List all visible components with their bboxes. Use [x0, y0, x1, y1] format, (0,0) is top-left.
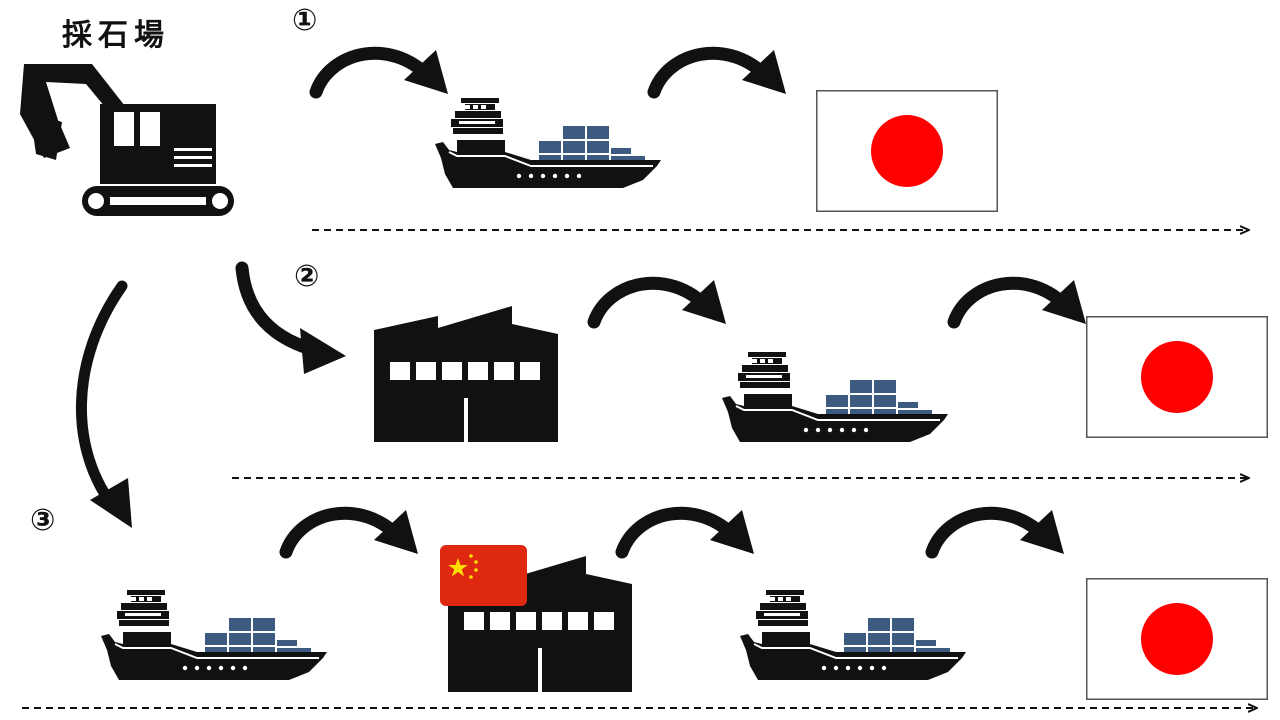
cargo-ship-icon — [100, 589, 328, 681]
excavator-icon — [20, 64, 234, 216]
route-number-3: ③ — [30, 503, 56, 538]
cargo-ship-icon — [434, 97, 662, 189]
curved-arrow-icon — [954, 280, 1086, 324]
japan-flag-icon — [1086, 578, 1268, 700]
factory-icon — [374, 306, 558, 442]
curved-arrow-icon — [286, 510, 418, 554]
curved-arrow-icon — [932, 510, 1064, 554]
china-flag-icon — [440, 545, 527, 606]
curved-arrow-icon — [622, 510, 754, 554]
route-2 — [232, 261, 1268, 478]
cargo-ship-icon — [739, 589, 967, 681]
quarry-label: 採石場 — [62, 18, 170, 53]
route-3 — [22, 510, 1268, 708]
route-3-branch-arrow — [75, 280, 132, 528]
curved-arrow-icon — [594, 280, 726, 324]
route-1 — [312, 50, 1248, 230]
curved-arrow-icon — [654, 50, 786, 94]
route-number-1: ① — [292, 3, 318, 38]
route-number-2: ② — [294, 259, 320, 294]
cargo-ship-icon — [721, 351, 949, 443]
curved-arrow-icon — [316, 50, 448, 94]
japan-flag-icon — [1086, 316, 1268, 438]
japan-flag-icon — [816, 90, 998, 212]
